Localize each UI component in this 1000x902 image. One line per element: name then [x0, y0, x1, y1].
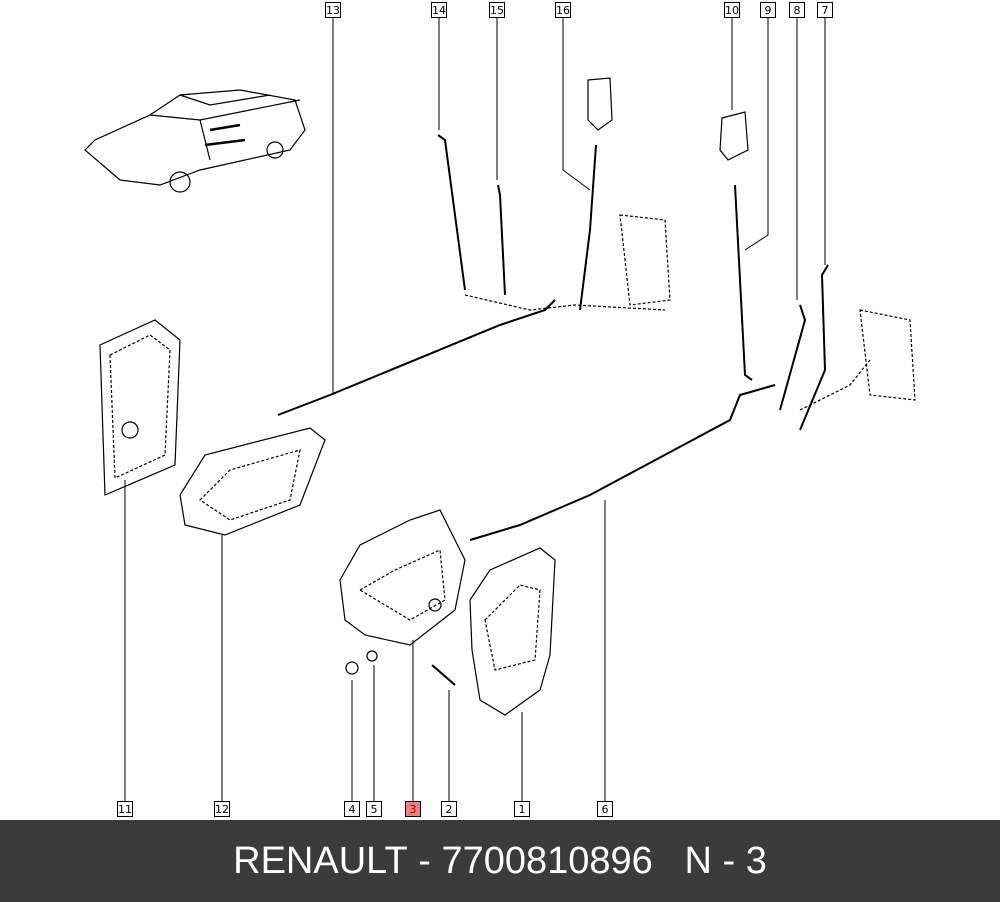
callout-8: 8: [789, 2, 805, 18]
callout-4: 4: [344, 801, 360, 817]
lock-upper: [464, 214, 916, 411]
callout-7: 7: [817, 2, 833, 18]
part-11-inner-handle-bezel: [99, 319, 181, 496]
callout-5: 5: [366, 801, 382, 817]
small-hardware: [345, 650, 456, 686]
car-illustration: [84, 89, 306, 193]
callout-9: 9: [760, 2, 776, 18]
part-12-handle: [179, 427, 326, 536]
part-caption-bar: RENAULT - 7700810896 N - 3: [0, 820, 1000, 902]
reference: N - 3: [684, 839, 767, 882]
callout-10: 10: [724, 2, 740, 18]
callout-14: 14: [431, 2, 447, 18]
callout-6: 6: [597, 801, 613, 817]
separator: -: [407, 839, 442, 882]
callout-11: 11: [117, 801, 133, 817]
leader-lines: [124, 18, 826, 802]
gap: [653, 840, 685, 883]
callout-2: 2: [441, 801, 457, 817]
callout-3-highlighted: 3: [405, 801, 421, 817]
callout-12: 12: [214, 801, 230, 817]
part-3-handle-housing: [339, 509, 466, 646]
part-1-latch-plate: [469, 547, 556, 716]
callout-16: 16: [555, 2, 571, 18]
parts-diagram: [84, 18, 916, 802]
part-number: 7700810896: [441, 839, 653, 882]
brand: RENAULT: [233, 839, 408, 882]
callout-15: 15: [489, 2, 505, 18]
callout-13: 13: [325, 2, 341, 18]
connectors: [587, 77, 749, 161]
callout-1: 1: [514, 801, 530, 817]
rods: [277, 134, 829, 541]
